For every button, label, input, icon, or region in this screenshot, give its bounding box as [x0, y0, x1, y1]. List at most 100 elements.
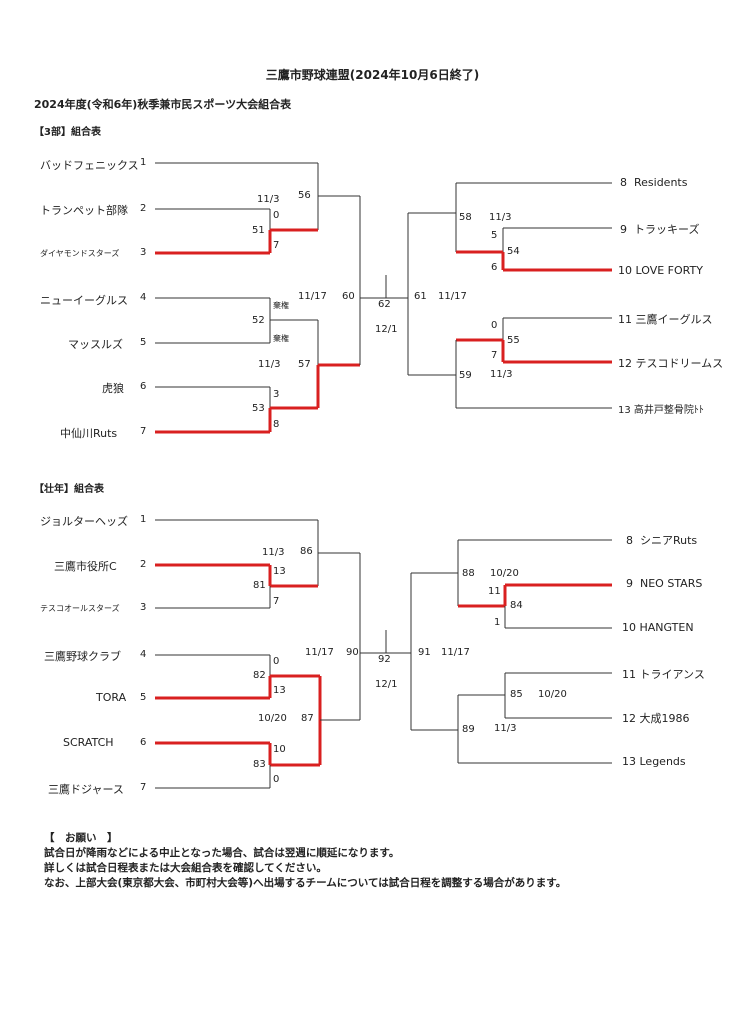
match-date: 11/17	[438, 291, 467, 302]
team-seed: 1	[140, 157, 147, 168]
team-name: 大成1986	[639, 712, 690, 725]
match-number: 54	[507, 246, 520, 257]
match-score: 0	[491, 320, 498, 331]
match-date: 11/3	[257, 194, 280, 205]
match-date: 11/17	[441, 647, 470, 658]
team-seed: 7	[140, 782, 147, 793]
match-date: 11/3	[494, 723, 517, 734]
match-forfeit: 棄権	[273, 334, 289, 343]
team-seed: 6	[140, 737, 147, 748]
team-name: トラッキーズ	[634, 223, 700, 236]
final-match-number: 92	[378, 654, 391, 665]
team-name: 高井戸整骨院ﾄﾄ	[633, 405, 704, 416]
team-seed: 5	[140, 337, 147, 348]
team-seed: 3	[140, 602, 147, 613]
page-subtitle: 2024年度(令和6年)秋季兼市民スポーツ大会組合表	[34, 98, 292, 111]
match-number: 60	[342, 291, 355, 302]
match-score: 5	[491, 230, 498, 241]
team-name: 三鷹市役所C	[54, 560, 117, 573]
match-score: 13	[273, 566, 286, 577]
team-name: 中仙川Ruts	[60, 427, 118, 440]
team-seed: 2	[140, 203, 147, 214]
team-name: SCRATCH	[63, 736, 114, 749]
team-seed: 3	[140, 247, 147, 258]
match-date: 11/3	[490, 369, 513, 380]
team-seed: 8	[620, 176, 627, 189]
team-name: TORA	[96, 691, 127, 704]
match-score: 6	[491, 262, 498, 273]
team-name: ダイヤモンドスターズ	[40, 249, 120, 258]
team-seed: 12	[618, 357, 632, 370]
match-date: 11/17	[305, 647, 334, 658]
page-title: 三鷹市野球連盟(2024年10月6日終了)	[265, 68, 480, 82]
match-score: 7	[273, 240, 280, 251]
match-score: 1	[494, 617, 501, 628]
team-seed: 9	[620, 223, 627, 236]
match-score: 11	[488, 586, 501, 597]
team-name: マッスルズ	[68, 338, 123, 351]
section-label-sonen: 【壮年】組合表	[34, 484, 104, 495]
match-number: 57	[298, 359, 311, 370]
team-name: 三鷹イーグルス	[635, 313, 713, 326]
match-date: 10/20	[538, 689, 567, 700]
team-name: Residents	[634, 176, 688, 189]
team-name: テスコドリームス	[635, 357, 724, 370]
match-score: 8	[273, 419, 280, 430]
match-number: 84	[510, 600, 523, 611]
match-number: 59	[459, 370, 472, 381]
team-seed: 6	[140, 381, 147, 392]
notes-heading: 【 お願い 】	[44, 832, 118, 844]
match-score: 7	[491, 350, 498, 361]
notes-line: なお、上部大会(東京都大会、市町村大会等)へ出場するチームについては試合日程を調…	[44, 877, 567, 889]
match-date: 11/17	[298, 291, 327, 302]
team-name: NEO STARS	[640, 577, 703, 590]
team-name: テスコオールスターズ	[40, 604, 120, 613]
match-number: 52	[252, 315, 265, 326]
team-name: ニューイーグルス	[40, 294, 128, 307]
team-name: HANGTEN	[639, 621, 694, 634]
team-seed: 12	[622, 712, 636, 725]
final-match-number: 62	[378, 299, 391, 310]
match-date: 11/3	[262, 547, 285, 558]
team-name: 虎狼	[102, 382, 124, 395]
team-seed: 1	[140, 514, 147, 525]
match-number: 56	[298, 190, 311, 201]
team-seed: 2	[140, 559, 147, 570]
match-number: 58	[459, 212, 472, 223]
match-date: 11/3	[258, 359, 281, 370]
section-label-3bu: 【3部】組合表	[34, 127, 101, 138]
team-seed: 9	[626, 577, 633, 590]
team-name: 三鷹ドジャース	[48, 783, 124, 796]
match-number: 89	[462, 724, 475, 735]
team-seed: 8	[626, 534, 633, 547]
team-seed: 5	[140, 692, 147, 703]
match-score: 13	[273, 685, 286, 696]
team-name: トライアンス	[639, 668, 705, 681]
final-match-date: 12/1	[375, 679, 398, 690]
team-seed: 7	[140, 426, 147, 437]
team-name: Legends	[639, 755, 686, 768]
team-seed: 13	[618, 405, 631, 416]
match-score: 7	[273, 596, 280, 607]
match-number: 88	[462, 568, 475, 579]
match-number: 91	[418, 647, 431, 658]
team-seed: 11	[622, 668, 636, 681]
team-name: トランペット部隊	[40, 204, 128, 217]
match-score: 3	[273, 389, 280, 400]
team-name: バッドフェニックス	[40, 159, 139, 172]
match-number: 85	[510, 689, 523, 700]
notes-line: 試合日が降雨などによる中止となった場合、試合は翌週に順延になります。	[44, 847, 400, 859]
team-seed: 4	[140, 292, 147, 303]
final-match-date: 12/1	[375, 324, 398, 335]
match-number: 82	[253, 670, 266, 681]
team-name: ジョルターヘッズ	[40, 515, 128, 528]
match-date: 10/20	[258, 713, 287, 724]
match-number: 51	[252, 225, 265, 236]
match-number: 90	[346, 647, 359, 658]
team-seed: 13	[622, 755, 636, 768]
match-score: 0	[273, 656, 280, 667]
team-name: シニアRuts	[640, 534, 698, 547]
team-name: 三鷹野球クラブ	[44, 650, 121, 663]
match-number: 87	[301, 713, 314, 724]
